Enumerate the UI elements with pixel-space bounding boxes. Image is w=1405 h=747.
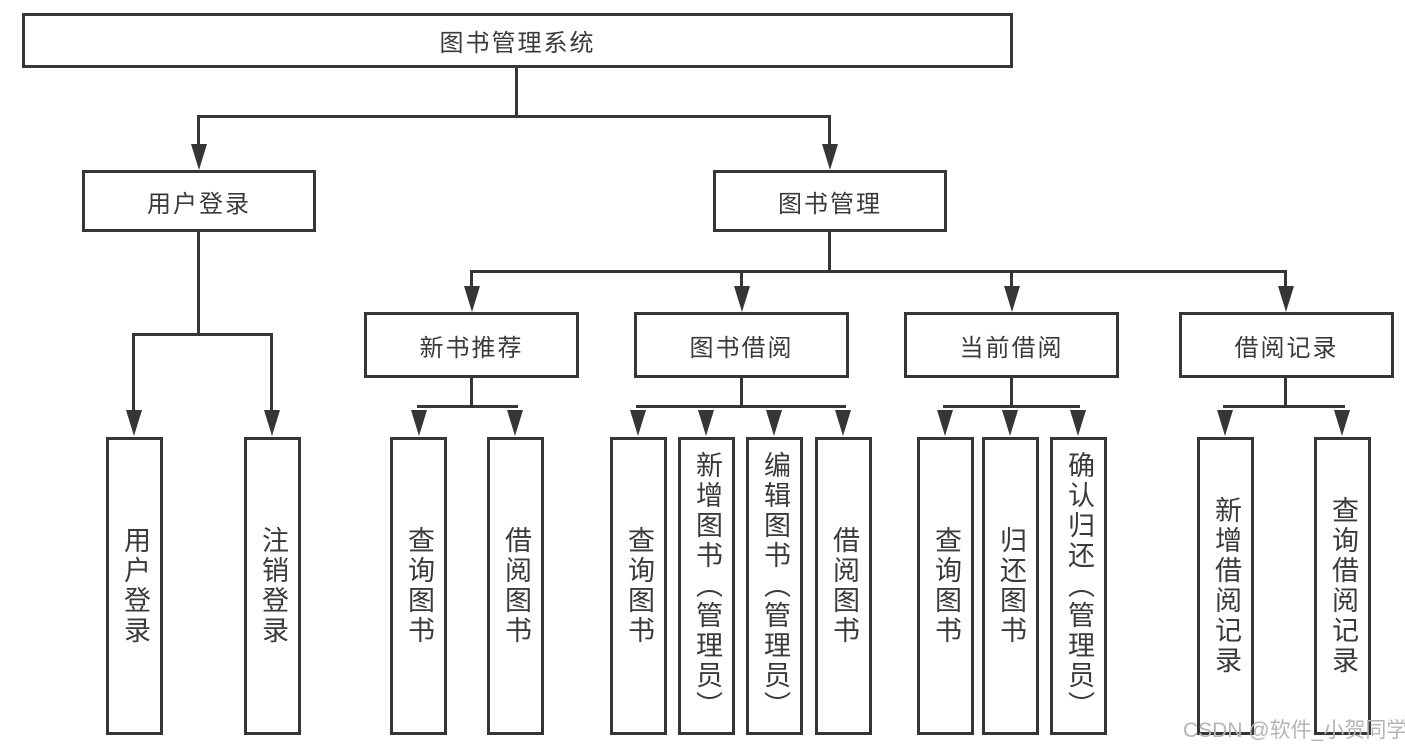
connector-line bbox=[828, 232, 831, 272]
node-book-borrowing-label: 图书借阅 bbox=[689, 334, 794, 362]
leaf-logout-label: 注销登录 bbox=[258, 526, 288, 646]
leaf-confirm-return-admin: 确认归还（管理员） bbox=[1050, 437, 1107, 735]
node-root: 图书管理系统 bbox=[22, 13, 1013, 68]
node-book-borrowing: 图书借阅 bbox=[634, 312, 849, 378]
leaf-borrow-books-recommend: 借阅图书 bbox=[487, 437, 544, 735]
leaf-borrow-books-borrowing: 借阅图书 bbox=[815, 437, 872, 735]
arrowhead-down-icon bbox=[264, 410, 280, 436]
watermark: CSDN @软件_小贺同学 bbox=[1183, 719, 1405, 742]
leaf-user-login: 用户登录 bbox=[106, 437, 163, 735]
arrowhead-down-icon bbox=[630, 410, 646, 436]
connector-line bbox=[1223, 405, 1345, 408]
connector-line bbox=[470, 378, 473, 408]
arrowhead-down-icon bbox=[1004, 286, 1020, 312]
arrowhead-down-icon bbox=[191, 144, 207, 170]
leaf-add-borrow-record: 新增借阅记录 bbox=[1197, 437, 1254, 735]
leaf-confirm-return-admin-label: 确认归还（管理员） bbox=[1064, 451, 1094, 721]
arrowhead-down-icon bbox=[1217, 410, 1233, 436]
node-current-borrowing-label: 当前借阅 bbox=[959, 334, 1064, 362]
leaf-user-login-label: 用户登录 bbox=[120, 526, 150, 646]
connector-line bbox=[132, 335, 135, 413]
node-root-label: 图书管理系统 bbox=[439, 30, 596, 57]
arrowhead-down-icon bbox=[822, 144, 838, 170]
node-book-management: 图书管理 bbox=[713, 170, 947, 232]
leaf-query-borrow-record-label: 查询借阅记录 bbox=[1328, 496, 1358, 676]
arrowhead-down-icon bbox=[464, 286, 480, 312]
arrowhead-down-icon bbox=[411, 410, 427, 436]
connector-line bbox=[197, 117, 200, 147]
leaf-logout: 注销登录 bbox=[244, 437, 301, 735]
connector-line bbox=[1284, 272, 1287, 290]
leaf-edit-book-admin: 编辑图书（管理员） bbox=[746, 437, 803, 735]
connector-line bbox=[470, 272, 473, 290]
connector-line bbox=[1010, 378, 1013, 408]
connector-line bbox=[417, 405, 518, 408]
connector-line bbox=[515, 68, 518, 117]
leaf-edit-book-admin-label: 编辑图书（管理员） bbox=[760, 451, 790, 721]
connector-line bbox=[740, 272, 743, 290]
connector-line bbox=[470, 270, 1287, 273]
node-borrowing-records: 借阅记录 bbox=[1179, 312, 1394, 378]
node-current-borrowing: 当前借阅 bbox=[904, 312, 1119, 378]
arrowhead-down-icon bbox=[126, 410, 142, 436]
connector-line bbox=[197, 232, 200, 335]
node-borrowing-records-label: 借阅记录 bbox=[1234, 334, 1339, 362]
arrowhead-down-icon bbox=[1334, 410, 1350, 436]
connector-line bbox=[1010, 272, 1013, 290]
leaf-return-book: 归还图书 bbox=[982, 437, 1039, 735]
leaf-return-book-label: 归还图书 bbox=[996, 526, 1026, 646]
arrowhead-down-icon bbox=[835, 410, 851, 436]
node-user-login-label: 用户登录 bbox=[147, 190, 251, 218]
arrowhead-down-icon bbox=[1278, 286, 1294, 312]
leaf-query-books-recommend-label: 查询图书 bbox=[404, 526, 434, 646]
arrowhead-down-icon bbox=[507, 410, 523, 436]
arrowhead-down-icon bbox=[734, 286, 750, 312]
connector-line bbox=[1284, 378, 1287, 408]
leaf-add-book-admin: 新增图书（管理员） bbox=[678, 437, 735, 735]
leaf-query-books-current-label: 查询图书 bbox=[931, 526, 961, 646]
leaf-query-borrow-record: 查询借阅记录 bbox=[1314, 437, 1371, 735]
connector-line bbox=[132, 333, 273, 336]
arrowhead-down-icon bbox=[698, 410, 714, 436]
leaf-query-books-current: 查询图书 bbox=[917, 437, 974, 735]
arrowhead-down-icon bbox=[1070, 410, 1086, 436]
connector-line bbox=[943, 405, 1080, 408]
connector-line bbox=[270, 335, 273, 413]
connector-line bbox=[740, 378, 743, 408]
node-new-book-recommend: 新书推荐 bbox=[364, 312, 579, 378]
leaf-query-books-recommend: 查询图书 bbox=[390, 437, 447, 735]
node-user-login: 用户登录 bbox=[82, 170, 316, 232]
leaf-query-books-borrowing: 查询图书 bbox=[610, 437, 667, 735]
node-book-management-label: 图书管理 bbox=[778, 190, 882, 218]
connector-line bbox=[197, 115, 831, 118]
arrowhead-down-icon bbox=[766, 410, 782, 436]
node-new-book-recommend-label: 新书推荐 bbox=[419, 334, 524, 362]
arrowhead-down-icon bbox=[1002, 410, 1018, 436]
leaf-borrow-books-recommend-label: 借阅图书 bbox=[501, 526, 531, 646]
arrowhead-down-icon bbox=[937, 410, 953, 436]
connector-line bbox=[828, 117, 831, 147]
leaf-borrow-books-borrowing-label: 借阅图书 bbox=[829, 526, 859, 646]
connector-line bbox=[636, 405, 846, 408]
leaf-add-borrow-record-label: 新增借阅记录 bbox=[1211, 496, 1241, 676]
leaf-query-books-borrowing-label: 查询图书 bbox=[624, 526, 654, 646]
leaf-add-book-admin-label: 新增图书（管理员） bbox=[692, 451, 722, 721]
